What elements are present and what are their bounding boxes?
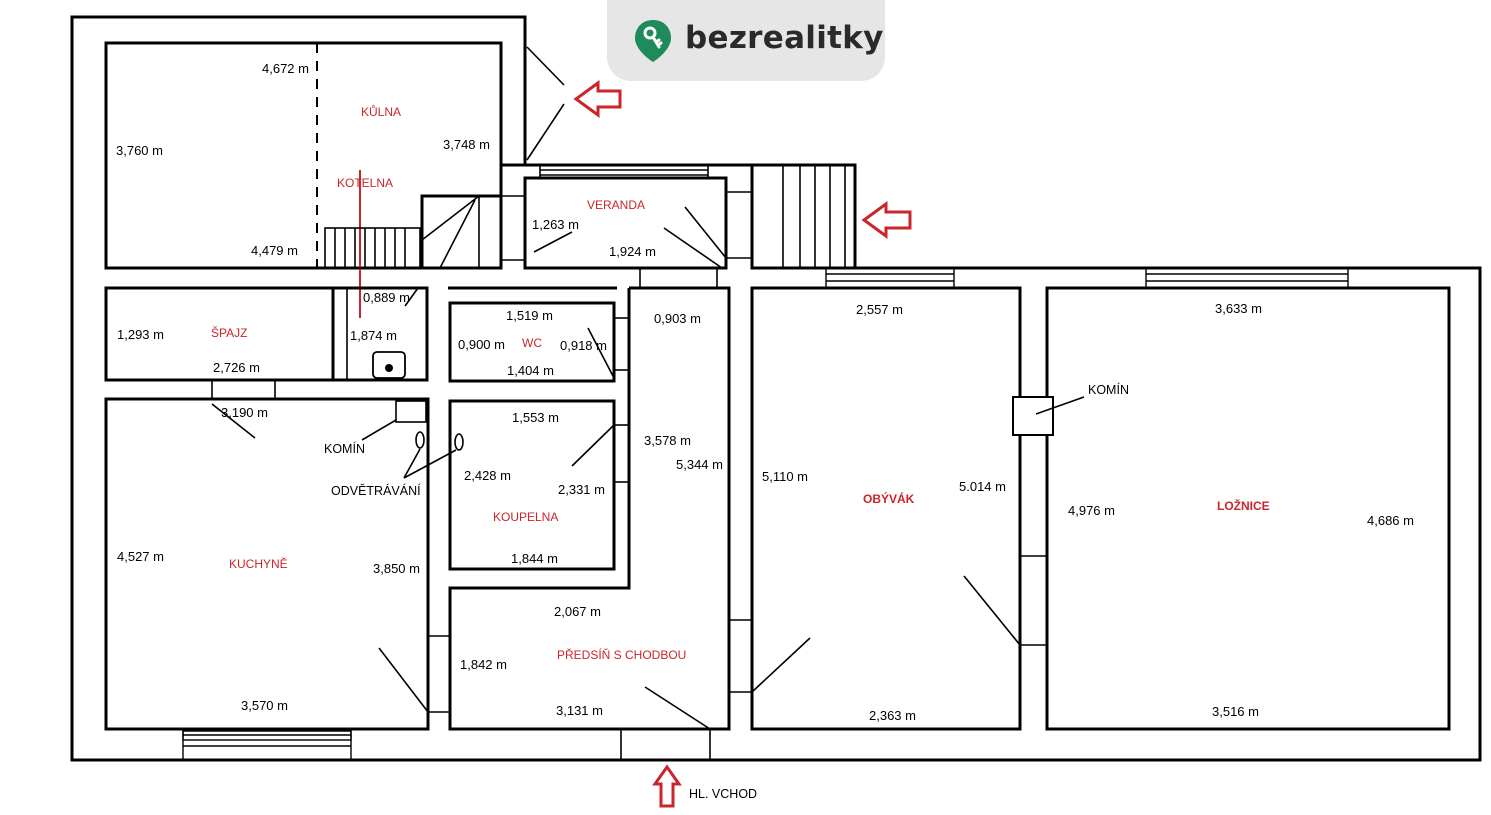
note-main-entrance: HL. VCHOD <box>689 787 757 801</box>
dim-koupelna-top: 1,553 m <box>512 410 559 425</box>
dim-veranda-bottom: 1,924 m <box>609 244 656 259</box>
room-label-kotelna: KOTELNA <box>337 176 393 190</box>
dim-predsin-top: 2,067 m <box>554 604 601 619</box>
dim-kulna-top: 4,672 m <box>262 61 309 76</box>
dim-chodba-a: 3,578 m <box>644 433 691 448</box>
room-label-predsin: PŘEDSÍŇ S CHODBOU <box>557 647 686 662</box>
dim-kotelna-width: 0,889 m <box>363 290 410 305</box>
obyvak-walls <box>750 286 1047 731</box>
koupelna-walls <box>448 399 629 571</box>
steps-veranda <box>750 163 857 270</box>
note-odvetravani: ODVĚTRÁVÁNÍ <box>331 483 421 498</box>
dim-spajz-bottom: 2,726 m <box>213 360 260 375</box>
dim-wc-right: 0,918 m <box>560 338 607 353</box>
dim-loznice-right: 4,686 m <box>1367 513 1414 528</box>
dim-koupelna-bottom: 1,844 m <box>511 551 558 566</box>
dim-obyvak-right: 5.014 m <box>959 479 1006 494</box>
note-komin-right: KOMÍN <box>1088 382 1129 397</box>
dim-kulna-left: 3,760 m <box>116 143 163 158</box>
kulna-outer-door <box>526 46 565 161</box>
key-pin-icon <box>635 20 671 62</box>
dim-predsin-bottom: 3,131 m <box>556 703 603 718</box>
dim-kuchyne-bottom: 3,570 m <box>241 698 288 713</box>
room-label-koupelna: KOUPELNA <box>493 510 558 524</box>
dim-veranda-left: 1,263 m <box>532 217 579 232</box>
kuchyne-walls <box>104 380 464 731</box>
dim-wc-top: 1,519 m <box>506 308 553 323</box>
room-label-spajz: ŠPAJZ <box>211 325 247 340</box>
arrow-left-icon <box>861 201 912 239</box>
dim-obyvak-left: 5,110 m <box>762 469 808 484</box>
dim-kulna-bottom: 4,479 m <box>251 243 298 258</box>
brand-name[interactable]: bezrealitky <box>685 20 884 56</box>
dim-spajz-left: 1,293 m <box>117 327 164 342</box>
note-komin-left: KOMÍN <box>324 441 365 456</box>
dim-chodba-width: 0,903 m <box>654 311 701 326</box>
dim-loznice-top: 3,633 m <box>1215 301 1262 316</box>
predsin-walls <box>448 268 752 760</box>
kulna-walls <box>104 41 503 318</box>
spajz-walls <box>104 286 617 382</box>
dim-kotelna-height: 1,874 m <box>350 328 397 343</box>
room-label-wc: WC <box>522 336 542 350</box>
loznice-walls <box>1012 286 1451 731</box>
room-label-kulna: KŮLNA <box>361 104 401 119</box>
room-label-kuchyne: KUCHYNĚ <box>229 556 288 571</box>
loznice-window <box>1145 268 1349 288</box>
arrow-up-icon <box>652 764 682 808</box>
room-label-loznice: LOŽNICE <box>1217 498 1270 513</box>
dim-predsin-left: 1,842 m <box>460 657 507 672</box>
dim-loznice-left: 4,976 m <box>1068 503 1115 518</box>
kuchyne-window <box>182 729 352 760</box>
dim-obyvak-bottom: 2,363 m <box>869 708 916 723</box>
staircase-kotelna <box>324 227 421 269</box>
wc-walls <box>448 301 629 383</box>
dim-wc-left: 0,900 m <box>458 337 505 352</box>
dim-koupelna-left: 2,428 m <box>464 468 511 483</box>
dim-koupelna-right: 2,331 m <box>558 482 605 497</box>
room-label-veranda: VERANDA <box>587 198 645 212</box>
outer-walls <box>70 15 1482 762</box>
dim-loznice-bottom: 3,516 m <box>1212 704 1259 719</box>
dim-obyvak-top: 2,557 m <box>856 302 903 317</box>
dim-kulna-right: 3,748 m <box>443 137 490 152</box>
dim-chodba-b: 5,344 m <box>676 457 723 472</box>
obyvak-window <box>825 268 955 288</box>
room-label-obyvak: OBÝVÁK <box>863 491 915 506</box>
dim-kuchyne-right: 3,850 m <box>373 561 420 576</box>
dim-kuchyne-left: 4,527 m <box>117 549 164 564</box>
arrow-left-icon <box>573 80 622 118</box>
veranda-walls <box>501 165 752 270</box>
dim-kuchyne-top: 3,190 m <box>221 405 268 420</box>
dim-wc-bottom: 1,404 m <box>507 363 554 378</box>
